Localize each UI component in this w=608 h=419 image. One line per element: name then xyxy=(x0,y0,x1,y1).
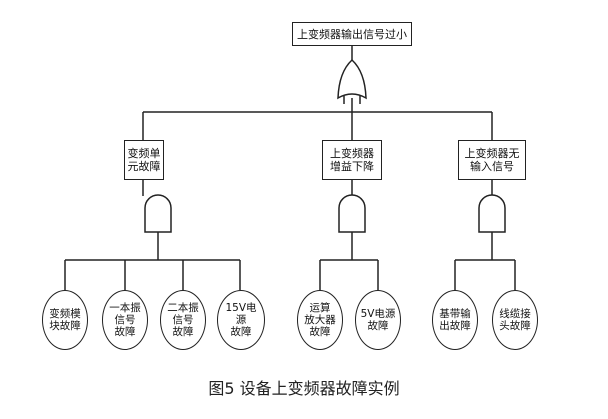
basic-event: 15V电源 故障 xyxy=(217,290,265,350)
and-gate-icon xyxy=(144,194,172,233)
basic-event: 基带输 出故障 xyxy=(432,290,478,350)
figure-caption: 图5 设备上变频器故障实例 xyxy=(208,379,400,398)
and-gate-icon xyxy=(338,194,366,233)
basic-event: 运算 放大器 故障 xyxy=(297,290,343,350)
basic-event: 线缆接 头故障 xyxy=(492,290,538,350)
intermediate-event-box: 上变频器 增益下降 xyxy=(322,140,382,180)
basic-event: 5V电源 故障 xyxy=(355,290,401,350)
or-gate-icon xyxy=(337,58,367,104)
connector-lines xyxy=(64,46,516,290)
intermediate-event-box: 上变频器无 输入信号 xyxy=(458,140,526,180)
basic-event: 一本振 信号 故障 xyxy=(102,290,148,350)
basic-event: 二本振 信号 故障 xyxy=(160,290,206,350)
intermediate-event-box: 变频单 元故障 xyxy=(124,140,164,180)
and-gate-icon xyxy=(478,194,506,233)
top-event-box: 上变频器输出信号过小 xyxy=(292,22,412,46)
basic-event: 变频模 块故障 xyxy=(42,290,88,350)
